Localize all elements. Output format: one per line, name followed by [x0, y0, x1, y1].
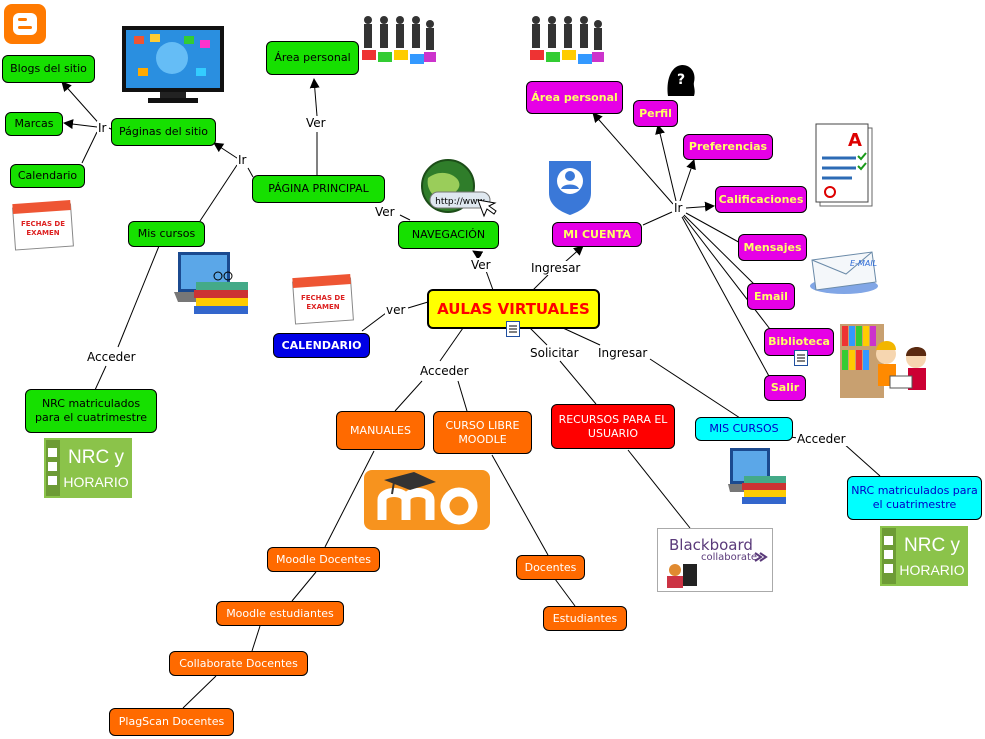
- node-docentes[interactable]: Docentes: [516, 555, 585, 580]
- email-envelope-image: E-MAIL: [806, 248, 882, 296]
- question-head-icon: ?: [664, 62, 698, 98]
- laptop-books-image: [174, 248, 254, 316]
- node-marcas[interactable]: Marcas: [5, 112, 63, 136]
- exam-dates-line2-center: EXAMEN: [306, 303, 339, 311]
- link-label-ir: Ir: [237, 153, 248, 167]
- node-mis-cursos-left[interactable]: Mis cursos: [128, 221, 205, 247]
- link-label-ver: Ver: [470, 258, 492, 272]
- node-calificaciones[interactable]: Calificaciones: [715, 186, 807, 213]
- node-recursos-para-el-usuario[interactable]: RECURSOS PARA EL USUARIO: [551, 404, 675, 449]
- node-nrc-matriculados-left[interactable]: NRC matriculados para el cuatrimestre: [25, 389, 157, 433]
- node-estudiantes[interactable]: Estudiantes: [543, 606, 627, 631]
- link-label-ingresar: Ingresar: [530, 261, 582, 275]
- link-label-ingresar: Ingresar: [597, 346, 649, 360]
- node-moodle-docentes[interactable]: Moodle Docentes: [267, 547, 380, 572]
- link-label-ver: Ver: [305, 116, 327, 130]
- nrc-badge-line1-left: NRC y: [68, 447, 124, 468]
- globe-www-image: http://www: [418, 156, 500, 222]
- graded-paper-image: A: [812, 120, 880, 210]
- people-puzzle-image-right: [528, 14, 606, 70]
- nrc-badge-line2-left: HORARIO: [63, 474, 128, 490]
- nrc-badge-line2-right: HORARIO: [899, 562, 964, 578]
- exam-dates-line1-center: FECHAS DE: [301, 294, 345, 302]
- kids-reading-image: [838, 318, 934, 404]
- blogger-logo: [3, 3, 47, 45]
- link-label-ir: Ir: [97, 121, 108, 135]
- monitor-apps-image: [120, 24, 226, 106]
- link-label-acceder: Acceder: [419, 364, 470, 378]
- node-curso-libre-moodle[interactable]: CURSO LIBRE MOODLE: [433, 411, 532, 454]
- link-label-ver: Ver: [374, 205, 396, 219]
- node-email[interactable]: Email: [747, 283, 795, 310]
- blackboard-word: Blackboard: [669, 536, 753, 554]
- note-icon: [506, 321, 520, 337]
- node-calendario-main[interactable]: CALENDARIO: [273, 333, 370, 358]
- node-aulas-virtuales[interactable]: AULAS VIRTUALES: [427, 289, 600, 329]
- svg-text:?: ?: [677, 72, 685, 88]
- laptop-books-image-right: [728, 444, 790, 508]
- node-mi-cuenta[interactable]: MI CUENTA: [552, 222, 642, 247]
- note-icon: [794, 350, 808, 366]
- nrc-horario-badge-left: NRC y HORARIO: [44, 438, 132, 498]
- node-nrc-matriculados-right[interactable]: NRC matriculados para el cuatrimestre: [847, 476, 982, 520]
- node-calendario[interactable]: Calendario: [10, 164, 85, 188]
- node-preferencias[interactable]: Preferencias: [683, 134, 773, 160]
- node-mis-cursos-right[interactable]: MIS CURSOS: [695, 417, 793, 441]
- people-puzzle-image: [360, 14, 438, 70]
- node-plagscan-docentes[interactable]: PlagScan Docentes: [109, 708, 234, 736]
- node-pagina-principal[interactable]: PÁGINA PRINCIPAL: [252, 175, 385, 203]
- node-blogs-del-sitio[interactable]: Blogs del sitio: [2, 55, 95, 83]
- node-salir[interactable]: Salir: [764, 375, 806, 401]
- node-collaborate-docentes[interactable]: Collaborate Docentes: [169, 651, 308, 676]
- node-area-personal-left[interactable]: Área personal: [266, 41, 359, 75]
- link-label-acceder: Acceder: [86, 350, 137, 364]
- nrc-badge-line1-right: NRC y: [904, 535, 960, 556]
- node-perfil[interactable]: Perfil: [633, 100, 678, 127]
- node-mensajes[interactable]: Mensajes: [738, 234, 807, 261]
- url-text: http://www: [435, 197, 485, 207]
- node-moodle-estudiantes[interactable]: Moodle estudiantes: [216, 601, 344, 626]
- link-label-ver-small: ver: [385, 303, 407, 317]
- node-manuales[interactable]: MANUALES: [336, 411, 425, 450]
- moodle-logo: [364, 470, 490, 530]
- svg-text:A: A: [848, 130, 862, 151]
- exam-dates-line2: EXAMEN: [26, 229, 59, 237]
- blackboard-collaborate-logo: Blackboard collaborate: [657, 528, 773, 592]
- link-label-acceder: Acceder: [796, 432, 847, 446]
- node-paginas-del-sitio[interactable]: Páginas del sitio: [111, 118, 216, 146]
- link-label-ir: Ir: [673, 201, 684, 215]
- collaborate-word: collaborate: [701, 552, 757, 563]
- node-area-personal-right[interactable]: Área personal: [526, 81, 623, 114]
- email-word: E-MAIL: [850, 259, 877, 268]
- exam-dates-line1: FECHAS DE: [21, 220, 65, 228]
- nrc-horario-badge-right: NRC y HORARIO: [880, 526, 968, 586]
- user-account-icon: [541, 157, 599, 217]
- node-navegacion[interactable]: NAVEGACIÓN: [398, 221, 499, 249]
- link-label-solicitar: Solicitar: [529, 346, 580, 360]
